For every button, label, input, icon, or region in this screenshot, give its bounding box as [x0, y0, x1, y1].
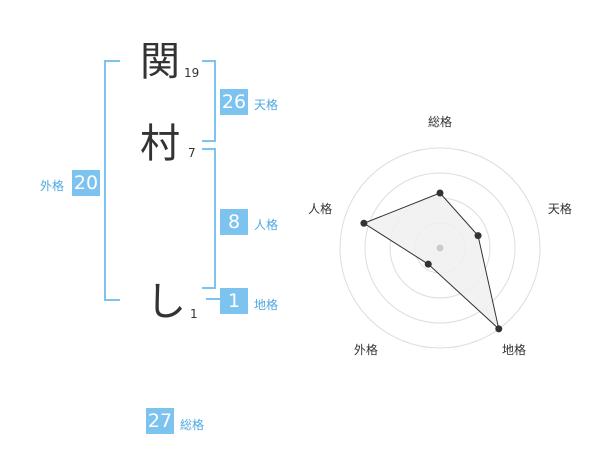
radar-axis-label-2: 天格	[548, 201, 572, 216]
gaikaku-value: 20	[72, 170, 100, 196]
radar-axis-label-5: 人格	[308, 201, 332, 216]
stroke-count-1: 19	[184, 66, 200, 80]
chikaku-label: 地格	[254, 298, 279, 312]
radar-ring-3	[364, 172, 516, 324]
gaikaku-bracket	[104, 60, 120, 301]
tenkaku-value: 26	[220, 89, 248, 115]
radar-ring-4	[339, 147, 541, 349]
stroke-count-3: 1	[190, 307, 198, 321]
soukaku-label: 総格	[180, 418, 205, 432]
radar-axis-label-1: 総格	[428, 114, 452, 129]
name-char-2: 村	[140, 121, 180, 167]
radar-point-3	[495, 325, 503, 333]
tenkaku-label: 天格	[254, 98, 279, 112]
jinkaku-bracket	[202, 148, 216, 289]
soukaku-value: 27	[146, 408, 174, 434]
jinkaku-value: 8	[220, 209, 248, 235]
chikaku-value: 1	[220, 288, 248, 314]
radar-point-5	[360, 219, 368, 227]
radar-point-1	[436, 189, 444, 197]
radar-point-2	[474, 232, 482, 240]
radar-center-point	[436, 244, 444, 252]
chikaku-connector	[206, 298, 220, 300]
name-char-1: 関	[140, 39, 180, 85]
stroke-count-2: 7	[188, 146, 196, 160]
name-char-3: し	[146, 279, 186, 325]
radar-axis-label-3: 地格	[502, 342, 526, 357]
tenkaku-bracket	[202, 60, 216, 142]
radar-axis-label-4: 外格	[354, 342, 378, 357]
radar-series-area	[362, 192, 500, 331]
radar-point-4	[424, 260, 432, 268]
jinkaku-label: 人格	[254, 218, 279, 232]
gaikaku-label: 外格	[40, 179, 65, 193]
